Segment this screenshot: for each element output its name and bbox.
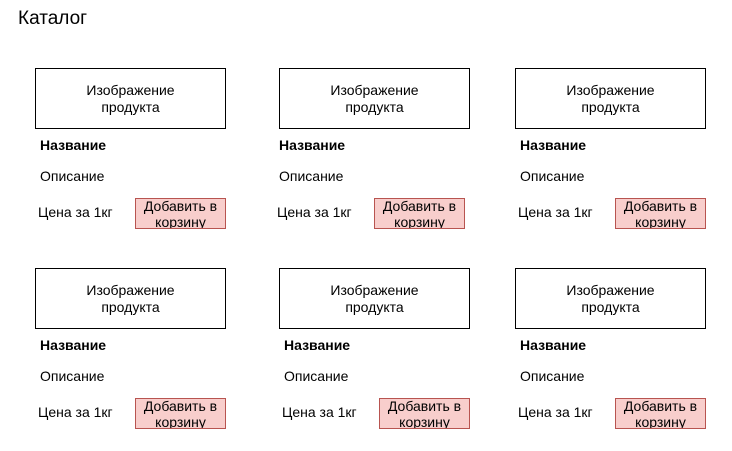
product-image-label-line1: Изображение [330,281,419,298]
product-name: Название [520,337,587,353]
product-name: Название [40,137,107,153]
product-image-label-line1: Изображение [86,81,175,98]
product-description: Описание [520,168,585,184]
product-image-label-line2: продукта [101,98,160,115]
product-image-label-line2: продукта [345,298,404,315]
product-description: Описание [279,168,344,184]
product-description: Описание [520,368,585,384]
add-to-cart-button[interactable]: Добавить в корзину [379,398,470,429]
product-image-label-line2: продукта [101,298,160,315]
product-image-label-line1: Изображение [86,281,175,298]
product-price: Цена за 1кг [38,404,113,420]
product-image-label-line2: продукта [581,298,640,315]
product-card: Изображение продукта Название Описание Ц… [515,268,715,438]
product-description: Описание [40,168,105,184]
product-name: Название [520,137,587,153]
product-price: Цена за 1кг [282,404,357,420]
product-card: Изображение продукта Название Описание Ц… [279,268,479,438]
product-price: Цена за 1кг [277,204,352,220]
product-image-placeholder: Изображение продукта [515,68,706,129]
product-card: Изображение продукта Название Описание Ц… [277,68,479,238]
product-name: Название [279,137,346,153]
product-image-label-line1: Изображение [330,81,419,98]
product-description: Описание [284,368,349,384]
product-price: Цена за 1кг [38,204,113,220]
add-to-cart-button[interactable]: Добавить в корзину [135,398,226,429]
product-image-placeholder: Изображение продукта [35,68,226,129]
product-image-label-line1: Изображение [566,281,655,298]
add-to-cart-button[interactable]: Добавить в корзину [615,198,706,229]
product-image-label-line1: Изображение [566,81,655,98]
product-image-label-line2: продукта [345,98,404,115]
product-card: Изображение продукта Название Описание Ц… [515,68,715,238]
add-to-cart-button[interactable]: Добавить в корзину [615,398,706,429]
product-image-label-line2: продукта [581,98,640,115]
product-image-placeholder: Изображение продукта [35,268,226,329]
product-image-placeholder: Изображение продукта [515,268,706,329]
page-title: Каталог [18,8,88,29]
product-name: Название [284,337,351,353]
add-to-cart-button[interactable]: Добавить в корзину [374,198,465,229]
product-card: Изображение продукта Название Описание Ц… [35,68,235,238]
product-card: Изображение продукта Название Описание Ц… [35,268,235,438]
product-price: Цена за 1кг [518,404,593,420]
product-image-placeholder: Изображение продукта [279,68,470,129]
product-description: Описание [40,368,105,384]
product-price: Цена за 1кг [518,204,593,220]
product-image-placeholder: Изображение продукта [279,268,470,329]
product-name: Название [40,337,107,353]
add-to-cart-button[interactable]: Добавить в корзину [135,198,226,229]
